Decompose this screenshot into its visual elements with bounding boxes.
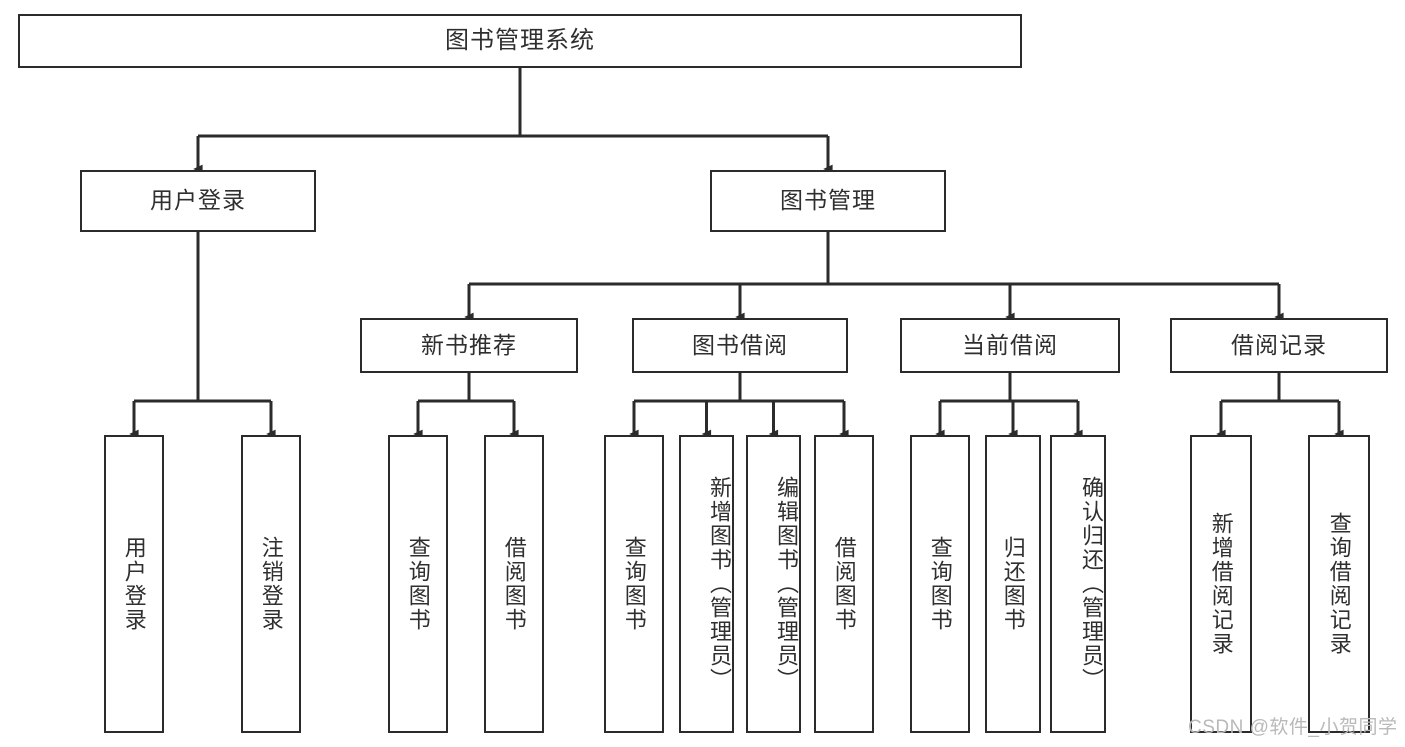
node-label: 确认归还（管理员） [1079,476,1104,692]
node-label: 查询图书 [405,536,431,632]
node-leaf-bw-edit[interactable]: 编辑图书（管理员） [746,435,801,733]
node-label: 新增借阅记录 [1208,512,1234,656]
node-login[interactable]: 用户登录 [80,170,316,232]
node-label: 注销登录 [258,536,284,632]
node-label: 借阅图书 [831,536,857,632]
node-borrow[interactable]: 图书借阅 [632,318,848,373]
node-leaf-nb-borrow[interactable]: 借阅图书 [484,435,544,733]
node-label: 图书管理系统 [445,26,595,54]
node-leaf-user-logout[interactable]: 注销登录 [241,435,301,733]
node-label: 新增图书（管理员） [707,476,732,692]
node-leaf-cur-confirm[interactable]: 确认归还（管理员） [1050,435,1106,733]
node-root[interactable]: 图书管理系统 [18,14,1022,68]
node-label: 借阅图书 [501,536,527,632]
node-records[interactable]: 借阅记录 [1170,318,1388,373]
node-label: 图书借阅 [692,331,788,358]
node-leaf-rec-add[interactable]: 新增借阅记录 [1190,435,1252,733]
node-leaf-bw-borrow[interactable]: 借阅图书 [814,435,874,733]
node-leaf-rec-query[interactable]: 查询借阅记录 [1308,435,1370,733]
node-bookmgmt[interactable]: 图书管理 [710,170,946,232]
node-label: 新书推荐 [421,331,517,358]
node-leaf-cur-query[interactable]: 查询图书 [910,435,970,733]
node-label: 用户登录 [121,536,147,632]
node-label: 查询图书 [927,536,953,632]
node-label: 编辑图书（管理员） [774,476,799,692]
watermark-text: CSDN @软件_小贺同学 [1188,717,1398,738]
node-label: 归还图书 [1000,536,1026,632]
node-label: 查询图书 [621,536,647,632]
node-leaf-bw-add[interactable]: 新增图书（管理员） [679,435,734,733]
node-newbook[interactable]: 新书推荐 [360,318,578,373]
node-leaf-bw-query[interactable]: 查询图书 [604,435,664,733]
node-label: 用户登录 [150,187,246,214]
node-leaf-nb-query[interactable]: 查询图书 [388,435,448,733]
node-label: 借阅记录 [1231,331,1327,358]
node-label: 当前借阅 [962,331,1058,358]
node-leaf-cur-return[interactable]: 归还图书 [985,435,1041,733]
node-label: 查询借阅记录 [1326,512,1352,656]
node-current[interactable]: 当前借阅 [900,318,1120,373]
node-label: 图书管理 [780,187,876,214]
node-leaf-user-login[interactable]: 用户登录 [104,435,164,733]
